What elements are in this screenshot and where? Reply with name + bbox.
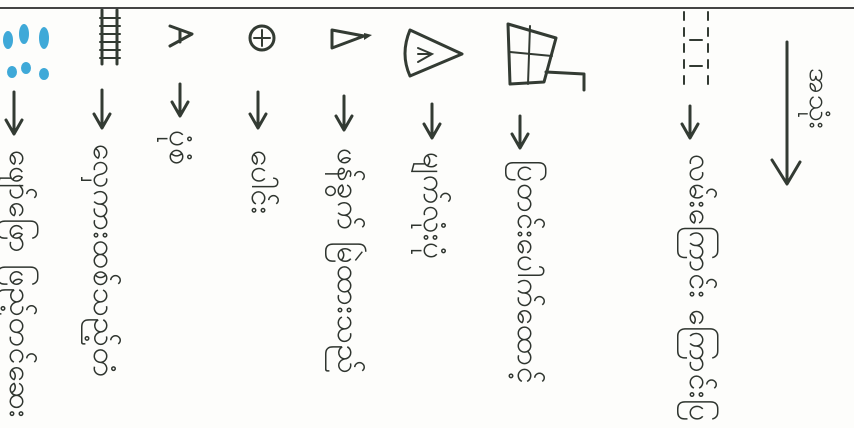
blue-dots-icon [3,24,49,80]
column-text: ပေါင်း [237,150,282,215]
circle-plus-icon [250,26,274,50]
header-text: အသုံး [796,68,838,130]
arrow-down-icon [172,84,188,116]
arrow-down-icon [250,92,266,128]
column-text: ဖန်ခွက် မြဲထားသည် [323,148,368,375]
column-text: လမ်းကြောင်း ကြောင်းပြ [675,154,720,422]
arrow-down-icon [6,92,22,134]
arrow-down-icon [424,104,440,138]
letter-a-icon [170,26,192,46]
arrow-down-icon [512,116,528,148]
arrow-down-icon [682,106,698,138]
column-text: မျက်လုံးပုံ [409,152,454,260]
arrow-down-icon [94,90,110,128]
eye-icon [405,30,462,76]
column-text: ပြတင်းပေါက်ထောင့် [503,160,548,385]
arrow-down-icon [336,96,352,130]
column-text: ပုံစံ [155,130,200,166]
cup-icon [332,30,372,48]
column-text: လှေကားထစ်သည့်တံ [79,144,124,378]
window-table-icon [508,24,584,90]
column-text: ဖျော်ဖြော ဖြည့်တင်ဆေး [0,150,40,418]
dashed-lines-icon [684,12,708,84]
ladder-icon [100,10,120,64]
